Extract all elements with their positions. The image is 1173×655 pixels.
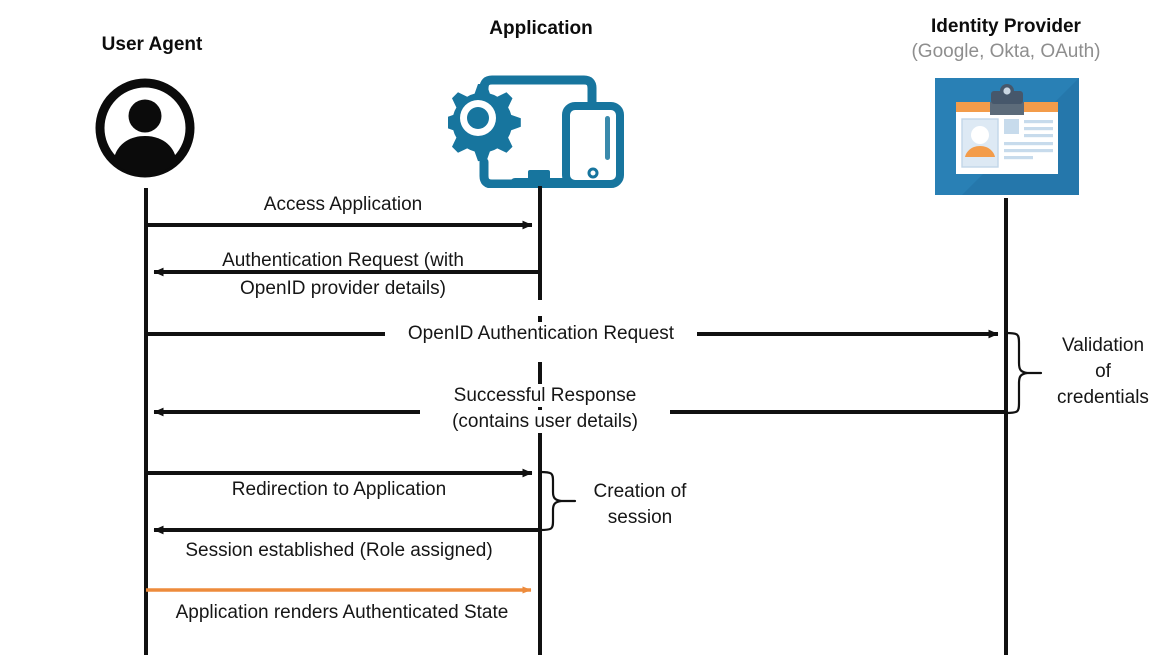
actor-title-identity-provider: Identity Provider	[931, 16, 1081, 37]
actor-subtitle-identity-provider: (Google, Okta, OAuth)	[911, 41, 1101, 62]
note-line: session	[607, 507, 673, 528]
message-label-openid-authentication-request: OpenID Authentication Request	[391, 322, 691, 345]
message-label-successful-response-line1: Successful Response	[420, 384, 670, 407]
message-label-access-application: Access Application	[263, 194, 423, 215]
user-person-circle-icon	[95, 78, 195, 178]
gear-monitor-mobile-icon	[443, 66, 632, 189]
note-line: credentials	[1057, 387, 1149, 408]
message-label-successful-response-line2: (contains user details)	[420, 410, 670, 433]
brace-validation-of-credentials	[1004, 331, 1043, 415]
note-validation-of-credentials: Validation of credentials	[1041, 333, 1165, 411]
message-label-session-established: Session established (Role assigned)	[185, 540, 493, 561]
message-label-redirection-to-application: Redirection to Application	[231, 479, 447, 500]
brace-creation-of-session	[538, 470, 577, 532]
actor-title-user-agent: User Agent	[101, 34, 203, 55]
message-label-application-renders-authenticated-state: Application renders Authenticated State	[175, 602, 509, 623]
message-label-authentication-request-line1: Authentication Request (with	[222, 250, 464, 271]
id-badge-card-icon	[935, 78, 1079, 195]
note-line: of	[1095, 361, 1111, 382]
note-line: Validation	[1061, 335, 1145, 356]
actor-title-application: Application	[489, 18, 593, 39]
message-label-authentication-request-line2: OpenID provider details)	[240, 278, 446, 299]
note-line: Creation of	[593, 481, 687, 502]
note-creation-of-session: Creation of session	[576, 479, 704, 531]
